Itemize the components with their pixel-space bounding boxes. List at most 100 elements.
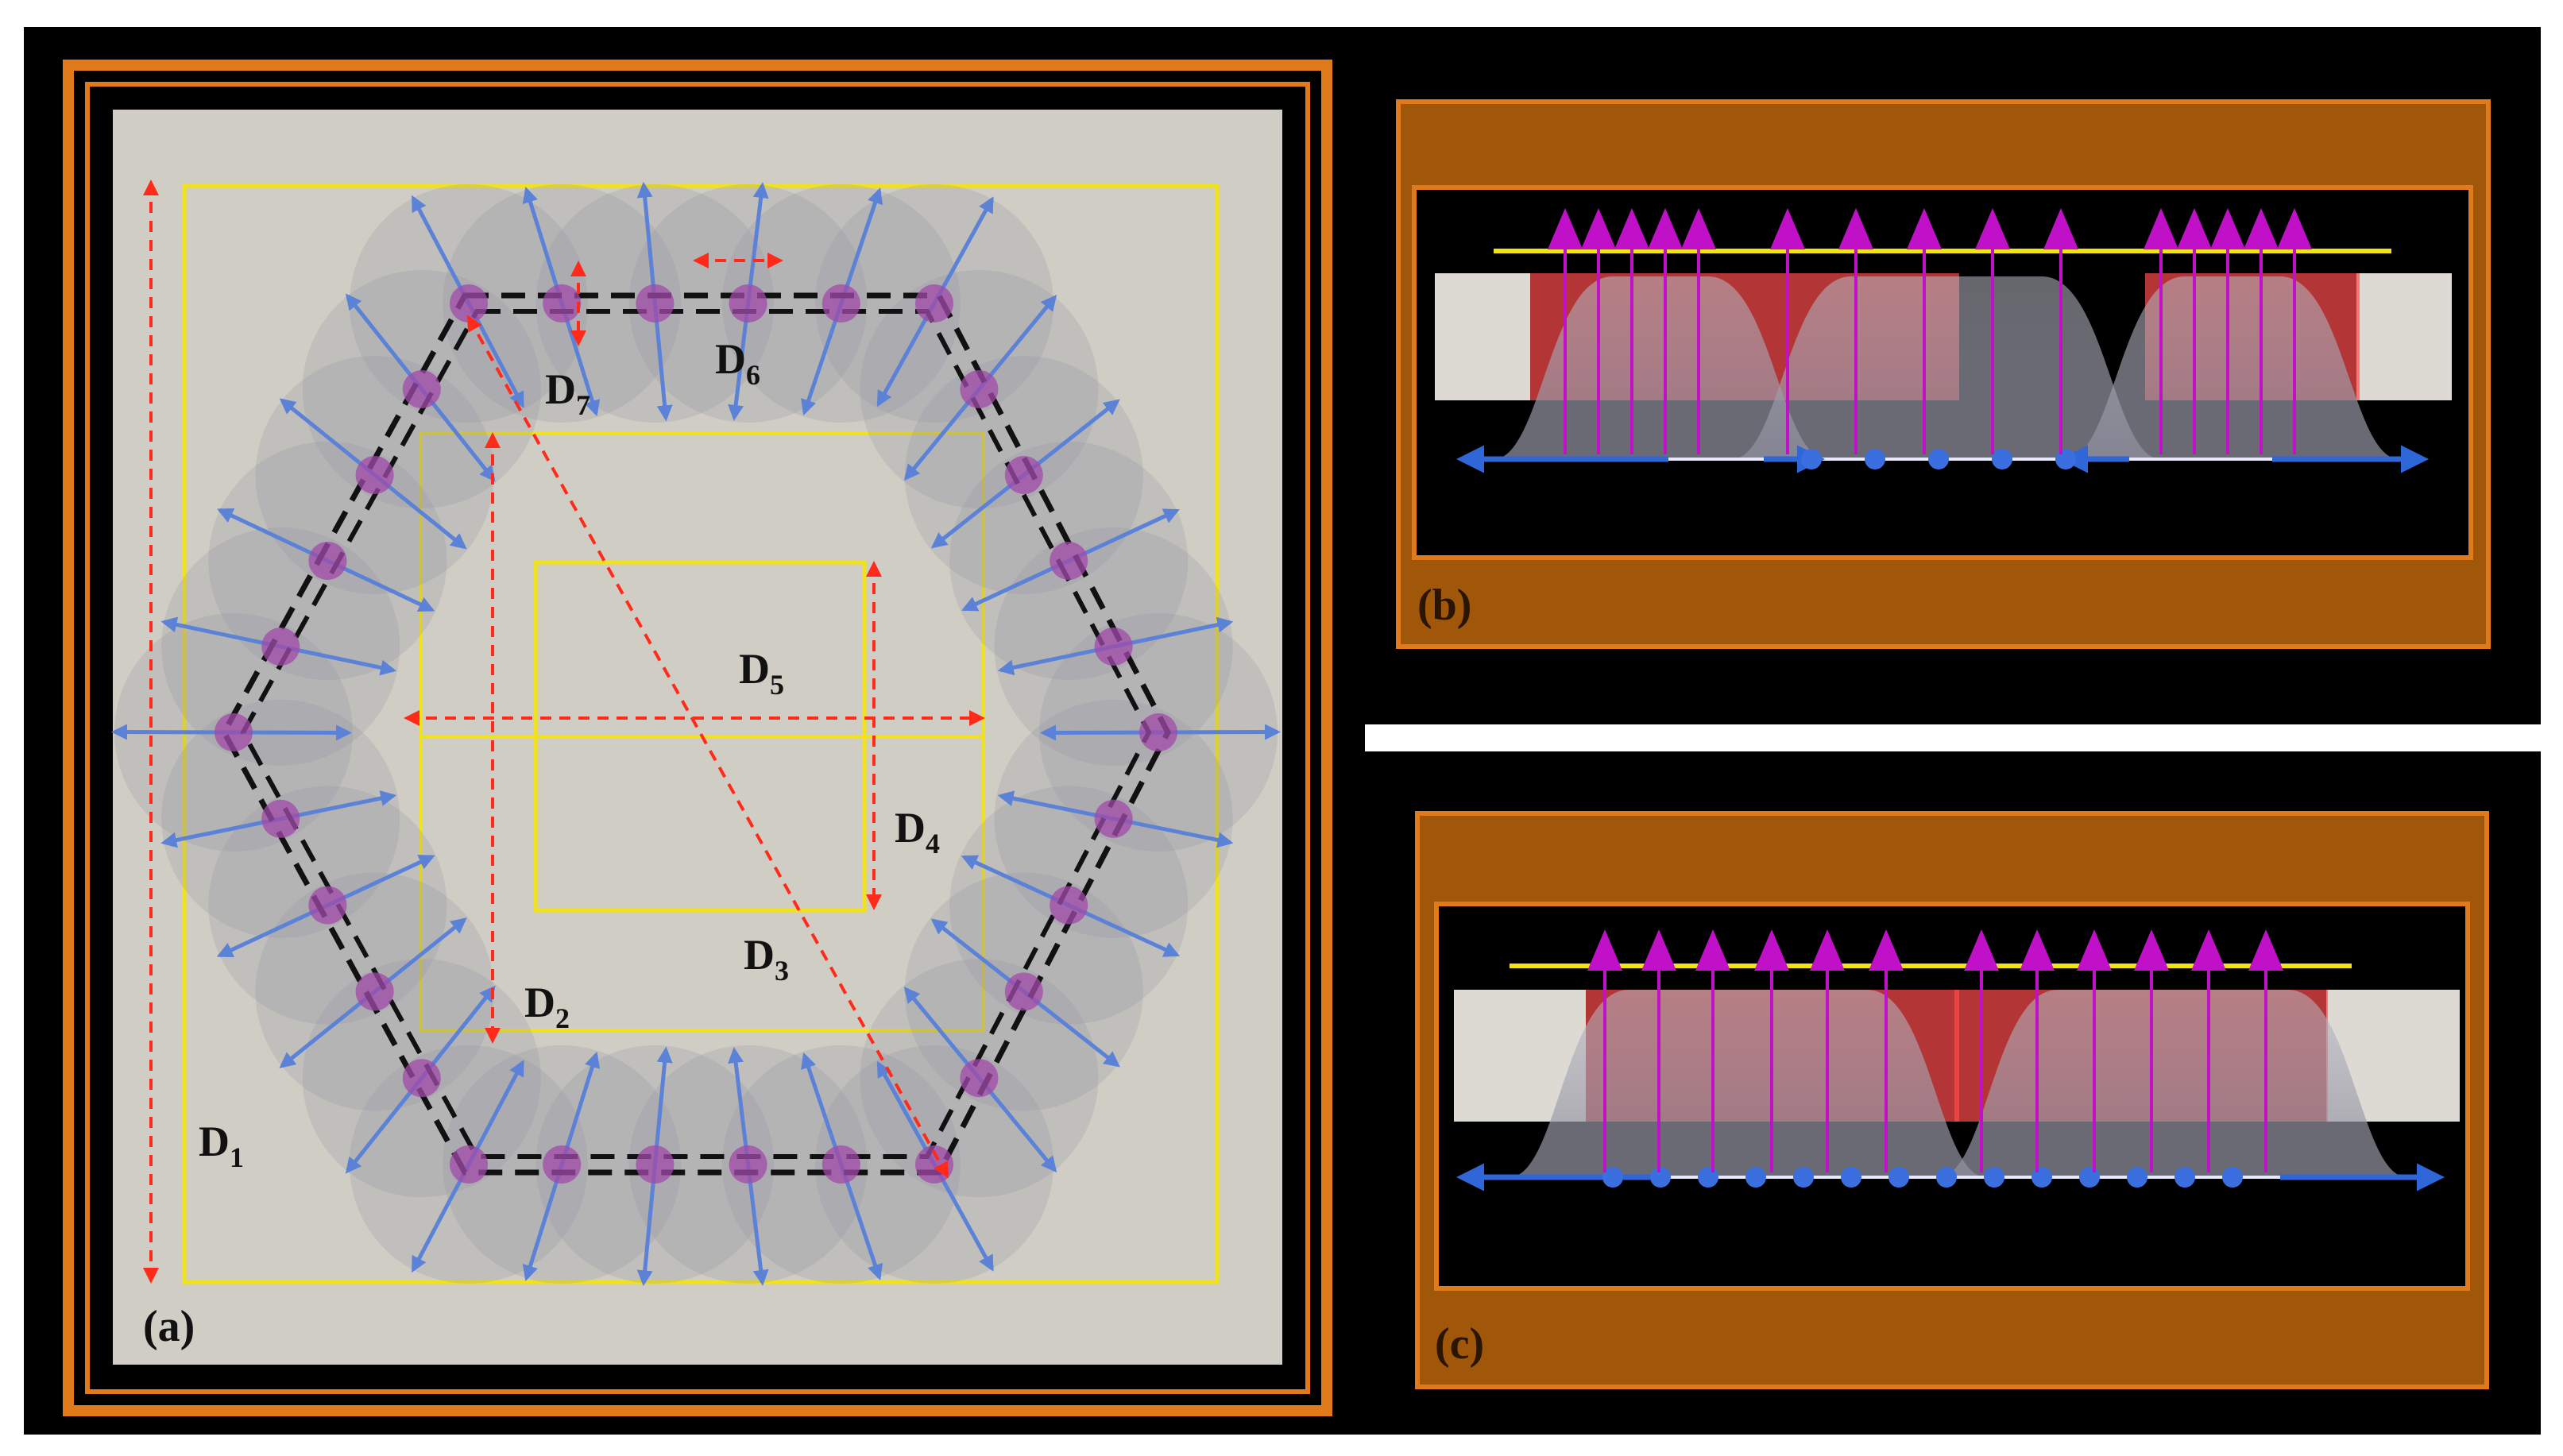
deformation-profile	[1510, 990, 1986, 1177]
base-node	[1801, 449, 1822, 469]
base-node	[1865, 449, 1885, 469]
vertex-marker	[355, 456, 394, 494]
lift-arrow-head	[2210, 208, 2245, 249]
lift-arrow-head	[1907, 208, 1942, 249]
vertex-marker	[1004, 972, 1043, 1011]
panel-a-label: (a)	[143, 1302, 195, 1351]
base-node	[2079, 1167, 2100, 1188]
vertex-marker	[402, 370, 441, 408]
lift-arrow-head	[1614, 208, 1649, 249]
base-node	[1888, 1167, 1909, 1188]
base-node	[1992, 449, 2012, 469]
vertex-marker	[729, 284, 767, 322]
vertex-marker	[215, 713, 253, 751]
lift-arrow-head	[2144, 208, 2178, 249]
deformation-profile	[1494, 276, 1827, 459]
lift-arrow-head	[2020, 929, 2055, 971]
base-node	[1745, 1167, 1766, 1188]
vertex-marker	[636, 284, 675, 322]
vertex-marker	[1094, 628, 1133, 666]
panel-c-label: (c)	[1435, 1319, 1484, 1369]
lift-arrow-head	[1770, 208, 1805, 249]
deformation-profile	[2066, 276, 2399, 459]
vertex-marker	[450, 1145, 488, 1184]
lift-arrow-head	[1587, 929, 1622, 971]
vertex-marker	[1004, 456, 1043, 494]
vertex-marker	[915, 284, 953, 322]
base-node	[1602, 1167, 1623, 1188]
vertex-marker	[1094, 799, 1133, 838]
d3-label: D3	[744, 931, 789, 987]
lift-arrow-head	[2277, 208, 2312, 249]
vertex-marker	[543, 284, 582, 322]
d5-label: D5	[739, 645, 784, 701]
base-node	[2031, 1167, 2052, 1188]
side-slab-right	[2356, 273, 2452, 400]
base-node	[1936, 1167, 1957, 1188]
panel-a-outer-frame	[63, 60, 1332, 1416]
panel-b-label: (b)	[1417, 581, 1471, 630]
lift-arrow-head	[1581, 208, 1616, 249]
panel-a: D1 D2 D3 D4 D5 D6 D7 (a)	[63, 60, 1332, 1416]
base-node	[2055, 449, 2076, 469]
vertex-marker	[821, 284, 860, 322]
d6-label: D6	[715, 335, 760, 391]
vertex-marker	[261, 799, 300, 838]
d1-label: D1	[199, 1118, 244, 1173]
panel-b-scene	[1435, 208, 2452, 473]
vertex-marker	[1050, 542, 1088, 580]
vertex-marker	[450, 284, 488, 322]
lift-arrow-head	[1641, 929, 1676, 971]
d7-label: D7	[545, 365, 590, 421]
panel-c: (c)	[1415, 811, 2489, 1389]
vertex-marker	[960, 370, 999, 408]
base-node	[1928, 449, 1949, 469]
deformation-profile	[1939, 990, 2407, 1177]
lift-arrow-head	[2134, 929, 2169, 971]
lift-arrow-head	[2177, 208, 2212, 249]
vertex-marker	[355, 972, 394, 1011]
vertex-marker	[308, 542, 347, 580]
base-node	[1984, 1167, 2004, 1188]
d4-label: D4	[895, 804, 940, 859]
vertex-marker	[261, 628, 300, 666]
lift-arrow-head	[1838, 208, 1873, 249]
vertex-marker	[821, 1145, 860, 1184]
panel-separator	[1365, 724, 2549, 751]
vertex-marker	[402, 1059, 441, 1098]
lift-arrow-head	[2043, 208, 2078, 249]
lift-arrow-head	[1695, 929, 1730, 971]
vertex-marker	[1050, 886, 1088, 925]
lift-arrow-head	[1548, 208, 1583, 249]
lift-arrow-head	[2244, 208, 2279, 249]
panel-c-scene	[1454, 929, 2460, 1191]
lift-arrow-head	[1810, 929, 1845, 971]
vertex-marker	[636, 1145, 675, 1184]
vertex-marker	[543, 1145, 582, 1184]
dimension-lines	[143, 180, 985, 1284]
lift-arrow-head	[1754, 929, 1789, 971]
vertex-marker	[729, 1145, 767, 1184]
lift-arrow-head	[2077, 929, 2112, 971]
side-slab-left	[1435, 273, 1530, 400]
vertex-marker	[1139, 713, 1177, 751]
lift-arrow-head	[1681, 208, 1716, 249]
base-node	[2222, 1167, 2243, 1188]
panel-b: (b)	[1396, 99, 2491, 649]
base-node	[2174, 1167, 2195, 1188]
panel-a-inner-frame	[85, 82, 1310, 1394]
vertex-marker	[960, 1059, 999, 1098]
lift-arrow-head	[1869, 929, 1904, 971]
base-node	[1793, 1167, 1814, 1188]
base-node	[1841, 1167, 1861, 1188]
lift-arrow-head	[2248, 929, 2283, 971]
lift-arrow-head	[1975, 208, 2010, 249]
d2-label: D2	[524, 979, 570, 1034]
base-node	[2127, 1167, 2147, 1188]
base-node	[1698, 1167, 1718, 1188]
deformation-profile	[1732, 276, 2161, 459]
lift-arrow-head	[2191, 929, 2226, 971]
lift-arrow-head	[1964, 929, 1999, 971]
base-node	[1650, 1167, 1671, 1188]
